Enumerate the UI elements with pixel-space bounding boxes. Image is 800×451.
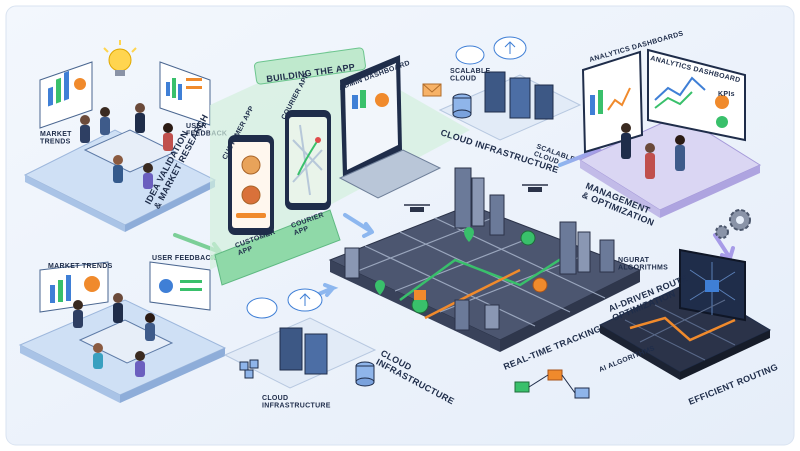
gear-icon: [715, 209, 751, 239]
market-trends-label-bottom: MARKET TRENDS: [48, 263, 113, 270]
route-line-orange: [424, 268, 521, 320]
cloud-icon-bottom: [246, 288, 323, 319]
user-feedback-board-top: [159, 61, 211, 126]
team-people-bottom: [73, 293, 155, 377]
building-app-section: BUILDING THE APP CUSTOMER APP COUR: [210, 47, 470, 286]
location-pin-icon: [375, 227, 474, 295]
ai-algorithm-flow: [514, 369, 590, 399]
server-rack-top: [452, 71, 554, 120]
market-trends-board-top: [39, 61, 93, 129]
team-people-top: [80, 103, 173, 189]
courier-scooter-icon: [411, 230, 548, 314]
envelope-icon: [422, 83, 442, 97]
analytics-dashboard-screen-2: [647, 48, 746, 142]
analytics-dashboard-screen-1: [581, 50, 644, 154]
arrow-build-to-map: [343, 213, 374, 238]
lightbulb-icon: [103, 40, 137, 76]
cloud-icon-top: [455, 36, 527, 65]
city-buildings: [344, 167, 615, 331]
optimized-route-line: [629, 316, 736, 342]
server-rack-bottom: [239, 327, 375, 387]
real-time-tracking-map: REAL-TIME TRACKING: [328, 167, 642, 372]
customer-app-phone: [228, 135, 274, 235]
management-people: [621, 123, 685, 179]
market-research-section: MARKET TRENDS USER FEEDBACK: [18, 255, 227, 403]
kpis-label: KPIs: [718, 91, 735, 98]
ai-chip-screen: [679, 248, 746, 322]
arrow-to-ai: [713, 233, 735, 263]
user-feedback-board-bottom: [149, 261, 211, 311]
route-line-green: [399, 248, 576, 302]
drone-icon: [404, 184, 548, 212]
user-feedback-label-bottom: USER FEEDBACK: [152, 255, 216, 262]
market-trends-board-bottom: [39, 261, 109, 313]
admin-dashboard-laptop: [338, 55, 442, 199]
courier-app-phone: [285, 110, 331, 210]
